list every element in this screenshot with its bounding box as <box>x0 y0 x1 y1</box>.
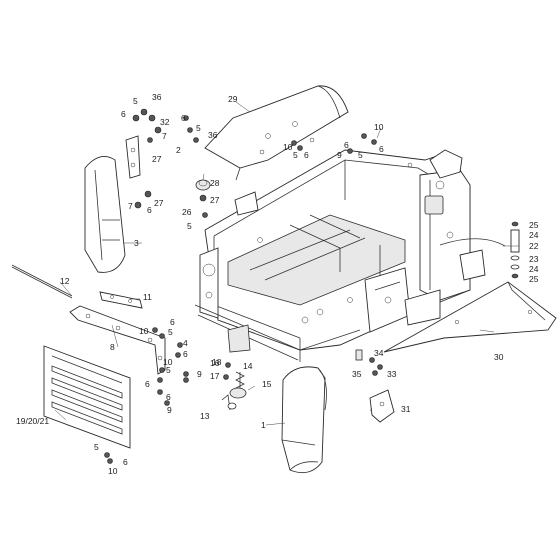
callout-1: 1 <box>261 420 266 430</box>
callout-36: 36 <box>152 92 162 102</box>
callout-6: 6 <box>121 109 126 119</box>
callout-26: 26 <box>182 207 192 217</box>
part-27-bracket <box>125 135 141 179</box>
callout-23: 23 <box>529 254 539 264</box>
part-22-pin-assembly <box>510 221 520 279</box>
callout-5: 5 <box>293 150 298 160</box>
callout-34: 34 <box>374 348 384 358</box>
callout-6: 6 <box>123 457 128 467</box>
callout-6: 6 <box>145 379 150 389</box>
callout-9: 9 <box>337 150 342 160</box>
part-12-rod <box>11 264 73 299</box>
part-19-20-21-grille <box>43 345 131 449</box>
callout-24: 24 <box>529 230 539 240</box>
part-11-bracket <box>99 291 143 309</box>
callout-18: 18 <box>212 357 222 367</box>
callout-6: 6 <box>344 140 349 150</box>
callout-19-20-21: 19/20/21 <box>16 416 49 426</box>
callout-28: 28 <box>210 178 220 188</box>
callout-7: 7 <box>128 201 133 211</box>
main-frame <box>194 149 471 362</box>
callout-5: 5 <box>168 327 173 337</box>
callout-6: 6 <box>379 144 384 154</box>
callout-10: 10 <box>163 357 173 367</box>
grille-bolts <box>104 452 113 464</box>
callout-6: 6 <box>170 317 175 327</box>
callout-12: 12 <box>60 276 70 286</box>
part-30-side-panel <box>383 281 557 353</box>
callout-27: 27 <box>154 198 164 208</box>
callout-32: 32 <box>160 117 170 127</box>
callout-9: 9 <box>197 369 202 379</box>
callout-11: 11 <box>143 292 152 302</box>
callout-10: 10 <box>108 466 118 476</box>
right-small-hardware <box>291 133 383 376</box>
callout-27: 27 <box>210 195 220 205</box>
callout-7: 7 <box>162 131 167 141</box>
part-29-top-hood-panel <box>204 85 349 181</box>
callout-29: 29 <box>228 94 238 104</box>
callout-3: 3 <box>134 238 139 248</box>
leader-lines <box>54 101 519 426</box>
callout-5: 5 <box>187 221 192 231</box>
callout-5: 5 <box>94 442 99 452</box>
callout-17: 17 <box>210 371 220 381</box>
callout-10: 10 <box>374 122 384 132</box>
hydraulic-hose <box>439 238 506 281</box>
bar-hardware <box>152 327 189 406</box>
left-hardware-bolts <box>132 108 208 218</box>
callout-33: 33 <box>387 369 397 379</box>
callout-13: 13 <box>200 411 210 421</box>
callout-16: 16 <box>210 358 220 368</box>
callout-10: 10 <box>283 142 293 152</box>
callout-22: 22 <box>529 241 539 251</box>
callout-4: 4 <box>183 338 188 348</box>
callout-35: 35 <box>352 369 362 379</box>
callout-6: 6 <box>147 205 152 215</box>
callout-24: 24 <box>529 264 539 274</box>
callout-27: 27 <box>152 154 162 164</box>
part-1-front-cover <box>281 366 327 474</box>
callout-2: 2 <box>176 145 181 155</box>
part-3-left-cover <box>84 155 126 273</box>
callout-25: 25 <box>529 274 539 284</box>
callout-labels: 29 5 36 6 32 7 27 6 5 36 2 10 10 5 6 6 9… <box>16 92 539 476</box>
callout-6: 6 <box>181 113 186 123</box>
callout-9: 9 <box>167 405 172 415</box>
callout-6: 6 <box>166 392 171 402</box>
part-31-bracket <box>369 389 395 423</box>
callout-5: 5 <box>358 150 363 160</box>
callout-10: 10 <box>139 326 149 336</box>
callout-14: 14 <box>243 361 253 371</box>
latch-hardware <box>221 362 247 411</box>
callout-30: 30 <box>494 352 504 362</box>
callout-36: 36 <box>208 130 218 140</box>
callout-8: 8 <box>110 342 115 352</box>
callout-6: 6 <box>304 150 309 160</box>
callout-6: 6 <box>183 349 188 359</box>
callout-31: 31 <box>401 404 411 414</box>
callout-15: 15 <box>262 379 272 389</box>
callout-5: 5 <box>196 123 201 133</box>
callout-5: 5 <box>133 96 138 106</box>
callout-5: 5 <box>166 365 171 375</box>
callout-25: 25 <box>529 220 539 230</box>
part-28-cap <box>195 179 211 191</box>
